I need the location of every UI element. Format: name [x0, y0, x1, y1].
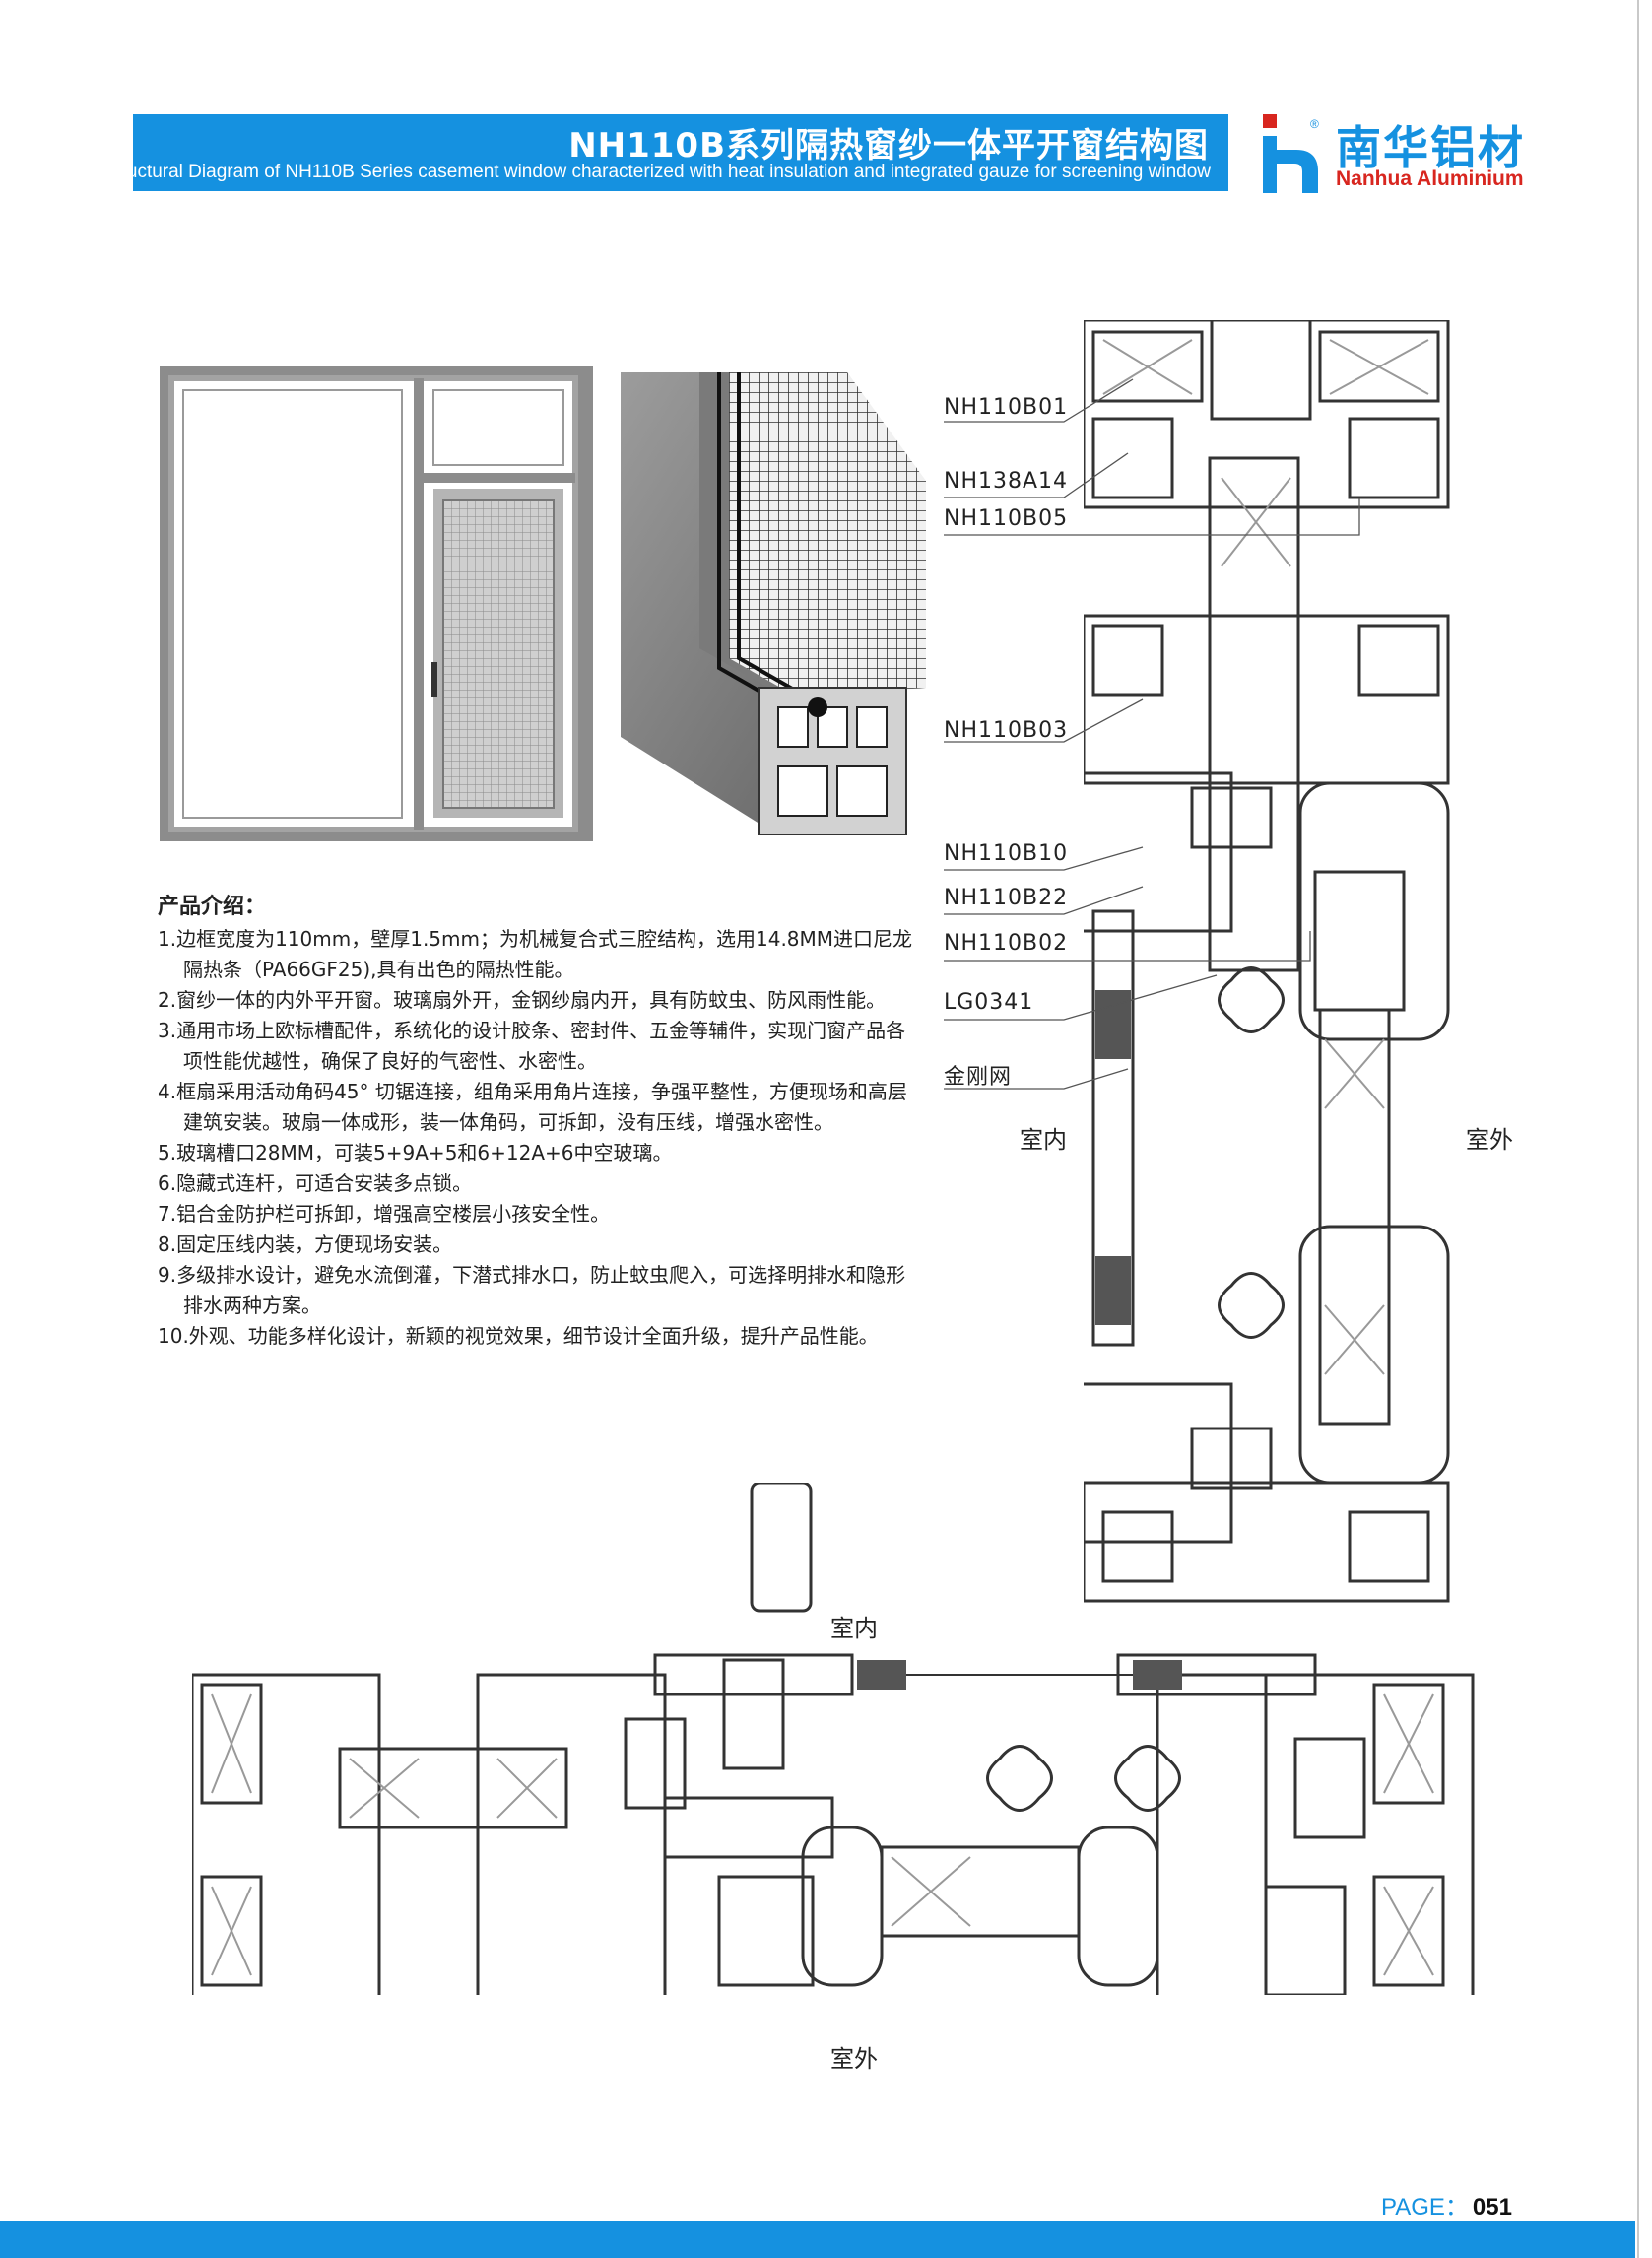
page-subtitle: Structural Diagram of NH110B Series case… [102, 162, 1211, 182]
part-label-nh110b03: NH110B03 [944, 718, 1069, 743]
part-label-nh110b02: NH110B02 [944, 931, 1069, 956]
page-edge-divider [1637, 0, 1639, 2258]
intro-item: 6.隐藏式连杆，可适合安装多点锁。 [158, 1171, 473, 1195]
logo-mark: ® [1263, 114, 1319, 193]
indoor-label-vertical: 室内 [1020, 1126, 1067, 1154]
intro-item: 7.铝合金防护栏可拆卸，增强高空楼层小孩安全性。 [158, 1202, 611, 1226]
part-label-lg0341: LG0341 [944, 990, 1034, 1015]
part-label-nh110b22: NH110B22 [944, 886, 1069, 910]
part-label-nh138a14: NH138A14 [944, 469, 1069, 494]
window-elevation-drawing [160, 366, 593, 841]
intro-item: 8.固定压线内装，方便现场安装。 [158, 1232, 453, 1256]
logo-name-cn: 南华铝材 [1336, 121, 1525, 174]
intro-item: 4.框扇采用活动角码45° 切锯连接，组角采用角片连接，争强平整性，方便现场和高… [158, 1080, 907, 1134]
intro-item: 9.多级排水设计，避免水流倒灌，下潜式排水口，防止蚊虫爬入，可选择明排水和隐形排… [158, 1263, 906, 1317]
svg-text:®: ® [1310, 117, 1319, 131]
indoor-label-horizontal: 室内 [830, 1615, 878, 1642]
page-number: PAGE：051 [1381, 2187, 1512, 2222]
part-label-nh110b01: NH110B01 [944, 395, 1069, 420]
page-number-value: 051 [1472, 2194, 1512, 2221]
outdoor-label-horizontal: 室外 [830, 2045, 878, 2073]
horizontal-section-drawing [192, 1483, 1475, 1995]
intro-item: 5.玻璃槽口28MM，可装5+9A+5和6+12A+6中空玻璃。 [158, 1141, 673, 1164]
footer-bar [0, 2189, 1635, 2258]
profile-corner-3d-drawing [621, 372, 926, 835]
page-title: NH110B系列隔热窗纱一体平开窗结构图 [568, 126, 1209, 166]
logo-name-en: Nanhua Aluminium [1336, 167, 1524, 190]
header-bar: NH110B系列隔热窗纱一体平开窗结构图 Structural Diagram … [103, 114, 1228, 191]
intro-item: 10.外观、功能多样化设计，新颖的视觉效果，细节设计全面升级，提升产品性能。 [158, 1324, 879, 1348]
brand-logo: ® 南华铝材 Nanhua Aluminium [1259, 108, 1545, 197]
page-number-label: PAGE： [1381, 2194, 1469, 2221]
vertical-section-drawing [1084, 320, 1450, 1603]
intro-item: 2.窗纱一体的内外平开窗。玻璃扇外开，金钢纱扇内开，具有防蚊虫、防风雨性能。 [158, 988, 887, 1012]
intro-item: 1.边框宽度为110mm，壁厚1.5mm；为机械复合式三腔结构，选用14.8MM… [158, 927, 913, 981]
intro-heading: 产品介绍： [158, 895, 267, 919]
part-label-nh110b10: NH110B10 [944, 841, 1069, 866]
part-label-nh110b05: NH110B05 [944, 506, 1069, 531]
part-label-diamond-mesh: 金刚网 [944, 1065, 1013, 1090]
product-introduction: 产品介绍： 1.边框宽度为110mm，壁厚1.5mm；为机械复合式三腔结构，选用… [158, 892, 916, 1352]
intro-item: 3.通用市场上欧标槽配件，系统化的设计胶条、密封件、五金等辅件，实现门窗产品各项… [158, 1019, 906, 1073]
outdoor-label-vertical: 室外 [1466, 1126, 1513, 1154]
